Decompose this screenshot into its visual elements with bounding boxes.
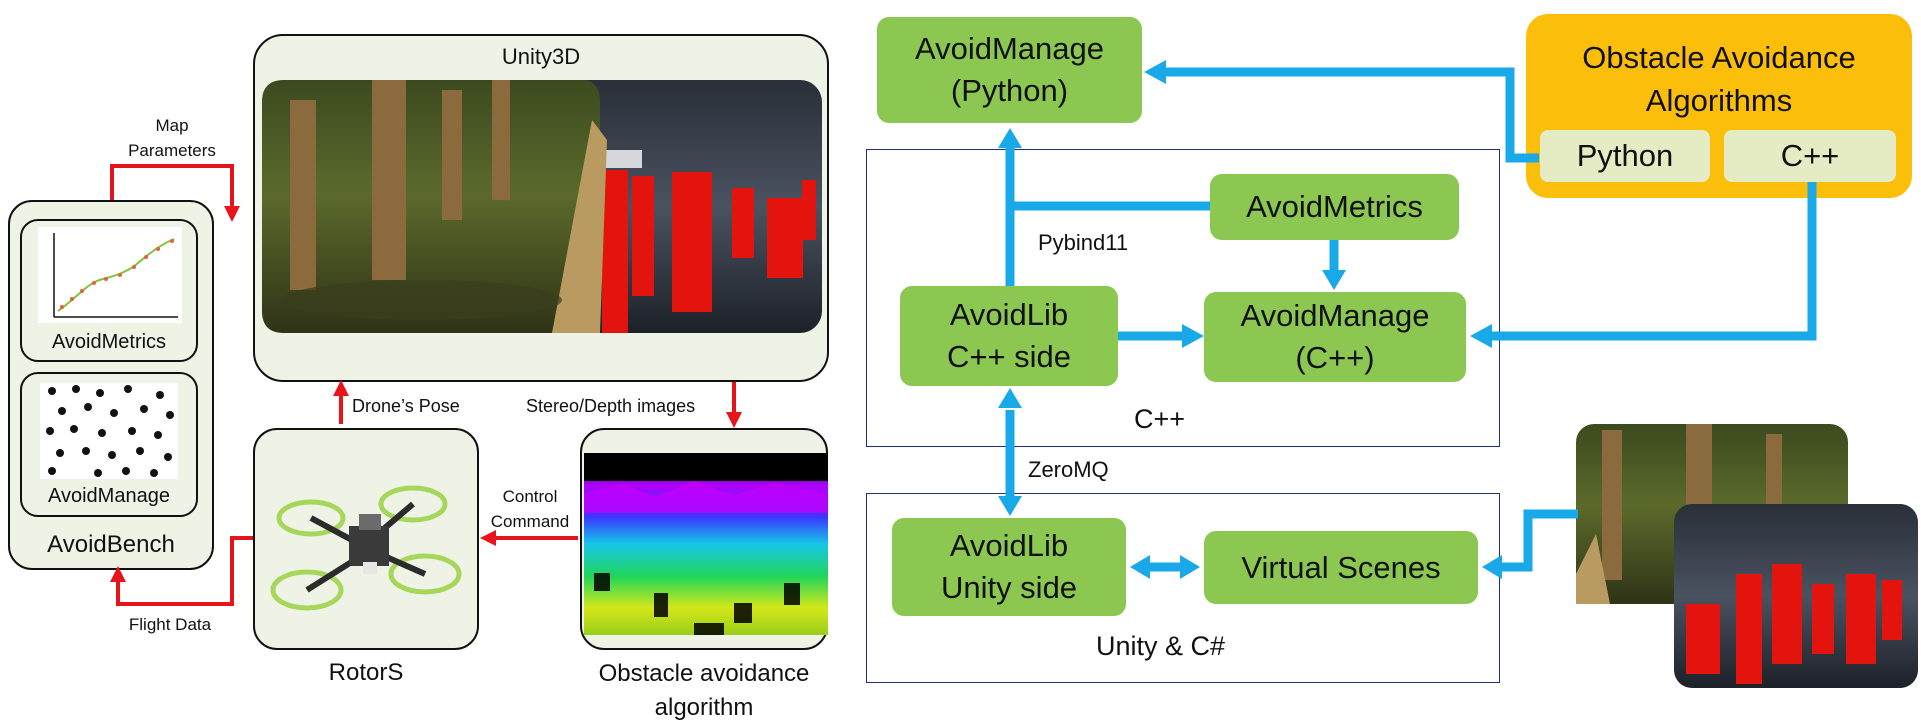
avoidlib-cpp-box: AvoidLib C++ side [900, 286, 1118, 386]
hall-obstacle-group [602, 170, 816, 333]
avoidmetrics-plot-icon [38, 227, 182, 323]
avoidmetrics-card-label: AvoidMetrics [51, 331, 167, 353]
rotors-label: RotorS [328, 659, 404, 686]
virtual-scenes-box: Virtual Scenes [1204, 531, 1478, 604]
python-to-avoidmanage-arrow [1164, 67, 1539, 163]
unity-scene-image [262, 80, 822, 333]
obstacle-algorithms-box: Obstacle Avoidance Algorithms Python C++ [1526, 14, 1912, 198]
avoidlib-unity-box: AvoidLib Unity side [892, 518, 1126, 616]
forest-trees [290, 80, 510, 290]
map-parameters-arrow [110, 164, 234, 210]
avoidmanage-python-box: AvoidManage (Python) [877, 17, 1142, 123]
map-parameters-label: Map Parameters [128, 116, 216, 160]
flight-data-arrow [116, 536, 253, 606]
pybind11-label: Pybind11 [1038, 230, 1129, 255]
avoidmanage-card-label: AvoidManage [48, 485, 170, 507]
drone-pose-label: Drone’s Pose [352, 396, 460, 416]
unity-frame-label: Unity & C# [1096, 631, 1226, 661]
python-algorithm-box: Python [1540, 130, 1710, 182]
drone-image [270, 485, 462, 611]
avoidmetrics-box: AvoidMetrics [1210, 174, 1459, 240]
depth-image [584, 453, 828, 635]
stereo-depth-label: Stereo/Depth images [526, 396, 696, 416]
avoidbench-label: AvoidBench [47, 531, 175, 558]
avoidmanage-cpp-box: AvoidManage (C++) [1204, 292, 1466, 382]
scenes-arrow [1498, 509, 1578, 572]
cpp-algorithm-arrow [1486, 182, 1817, 341]
obstacle-alg-label: Obstacle avoidance algorithm [598, 660, 810, 721]
scene-thumbnails-image [1576, 424, 1918, 688]
control-command-label: Control Command [490, 487, 570, 531]
flight-data-label: Flight Data [128, 615, 212, 634]
cpp-frame [866, 149, 1500, 447]
avoidmanage-points-icon [40, 383, 178, 479]
cpp-algorithm-box: C++ [1724, 130, 1896, 182]
obstacle-algorithms-title: Obstacle Avoidance Algorithms [1582, 40, 1856, 118]
unity-frame [866, 493, 1500, 683]
cpp-frame-label: C++ [1134, 404, 1186, 434]
zeromq-label: ZeroMQ [1028, 457, 1109, 482]
unity3d-title: Unity3D [501, 44, 581, 69]
